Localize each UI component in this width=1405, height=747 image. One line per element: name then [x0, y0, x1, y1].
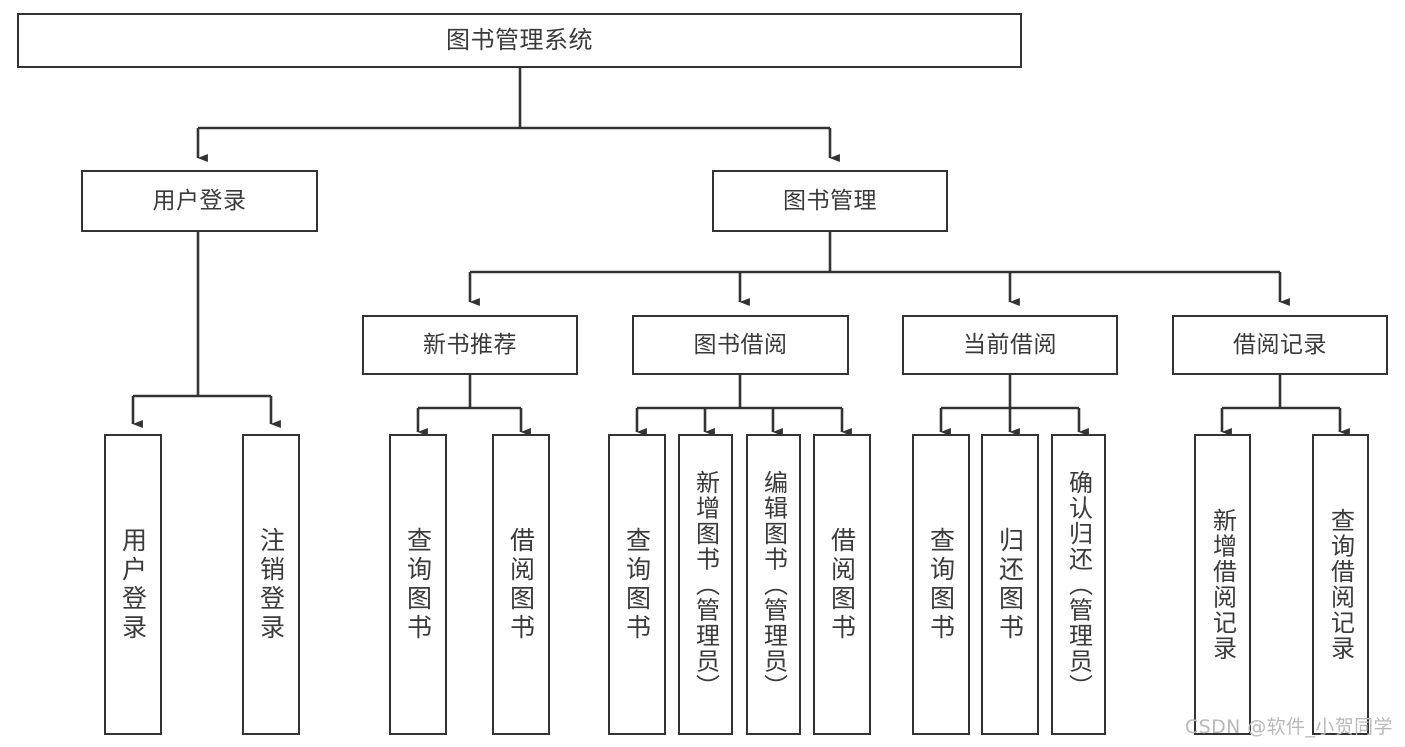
leaf-query-book-3-label: 查询图书: [926, 526, 956, 643]
node-root[interactable]: 图书管理系统: [17, 13, 1022, 68]
leaf-confirm-return-label: 确认归还（管理员）: [1064, 469, 1093, 700]
node-current-borrow-label: 当前借阅: [963, 331, 1057, 358]
node-borrow-record-label: 借阅记录: [1233, 331, 1327, 358]
node-book-borrow[interactable]: 图书借阅: [632, 315, 849, 375]
node-new-book-rec[interactable]: 新书推荐: [362, 315, 578, 375]
leaf-query-book-3[interactable]: 查询图书: [912, 434, 970, 735]
leaf-return-book[interactable]: 归还图书: [981, 434, 1039, 735]
node-book-manage[interactable]: 图书管理: [712, 170, 948, 232]
leaf-edit-book-label: 编辑图书（管理员）: [759, 469, 788, 700]
node-user-login-label: 用户登录: [152, 187, 247, 214]
leaf-query-book-2[interactable]: 查询图书: [608, 434, 666, 735]
leaf-query-record[interactable]: 查询借阅记录: [1312, 434, 1369, 735]
node-new-book-rec-label: 新书推荐: [423, 331, 517, 358]
leaf-user-login-label: 用户登录: [118, 526, 148, 643]
watermark: CSDN @软件_小贺同学: [1185, 716, 1393, 738]
leaf-confirm-return[interactable]: 确认归还（管理员）: [1051, 434, 1106, 735]
leaf-query-book-2-label: 查询图书: [622, 526, 652, 643]
node-book-borrow-label: 图书借阅: [693, 331, 788, 358]
leaf-return-book-label: 归还图书: [995, 526, 1025, 643]
leaf-add-record[interactable]: 新增借阅记录: [1194, 434, 1251, 735]
node-borrow-record[interactable]: 借阅记录: [1172, 315, 1388, 375]
node-root-label: 图书管理系统: [446, 25, 593, 54]
leaf-query-book-1[interactable]: 查询图书: [389, 434, 447, 735]
leaf-borrow-book-2[interactable]: 借阅图书: [813, 434, 871, 735]
leaf-add-book[interactable]: 新增图书（管理员）: [678, 434, 733, 735]
leaf-borrow-book-1[interactable]: 借阅图书: [492, 434, 550, 735]
leaf-borrow-book-2-label: 借阅图书: [827, 526, 857, 643]
node-user-login[interactable]: 用户登录: [81, 170, 318, 232]
leaf-query-book-1-label: 查询图书: [403, 526, 433, 643]
leaf-add-record-label: 新增借阅记录: [1208, 508, 1237, 661]
leaf-logout-label: 注销登录: [256, 526, 286, 643]
node-book-manage-label: 图书管理: [783, 187, 877, 214]
leaf-user-login[interactable]: 用户登录: [104, 434, 162, 735]
leaf-add-book-label: 新增图书（管理员）: [691, 469, 720, 700]
leaf-edit-book[interactable]: 编辑图书（管理员）: [746, 434, 801, 735]
node-current-borrow[interactable]: 当前借阅: [902, 315, 1118, 375]
leaf-borrow-book-1-label: 借阅图书: [506, 526, 536, 643]
leaf-logout[interactable]: 注销登录: [242, 434, 300, 735]
leaf-query-record-label: 查询借阅记录: [1326, 508, 1355, 661]
